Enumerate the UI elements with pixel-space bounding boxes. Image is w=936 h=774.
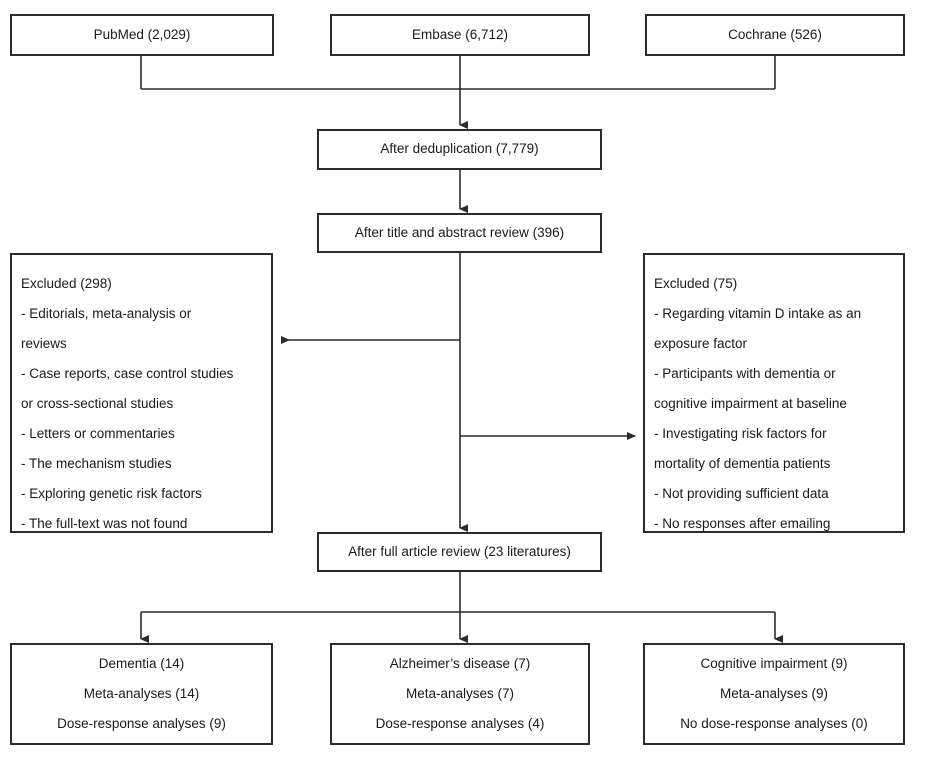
node-outcome-dementia[interactable]: Dementia (14) Meta-analyses (14) Dose-re… [10, 643, 273, 745]
node-excluded-left[interactable]: Excluded (298) - Editorials, meta-analys… [10, 253, 273, 533]
node-source-pubmed[interactable]: PubMed (2,029) [10, 14, 274, 56]
excluded-right-reason: exposure factor [654, 336, 748, 351]
excluded-right-reason: - Regarding vitamin D intake as an [654, 306, 862, 321]
excluded-right-reason: - Participants with dementia or [654, 366, 836, 381]
excluded-left-reason: - The mechanism studies [21, 456, 172, 471]
source-pubmed-label: PubMed (2,029) [93, 26, 191, 42]
node-after-title-abstract-review[interactable]: After title and abstract review (396) [317, 213, 602, 253]
node-outcome-cognitive-impairment[interactable]: Cognitive impairment (9) Meta-analyses (… [643, 643, 905, 745]
excluded-left-heading: Excluded (298) [21, 276, 112, 291]
excluded-right-reason: - No responses after emailing [654, 516, 831, 531]
outcome-dementia-line: Dementia (14) [98, 656, 185, 671]
node-source-cochrane[interactable]: Cochrane (526) [645, 14, 905, 56]
excluded-right-reason: cognitive impairment at baseline [654, 396, 847, 411]
node-outcome-alzheimers[interactable]: Alzheimer’s disease (7) Meta-analyses (7… [330, 643, 590, 745]
excluded-right-reason: - Investigating risk factors for [654, 426, 827, 441]
outcome-cognitive-line: Cognitive impairment (9) [700, 656, 848, 671]
after-full-article-review-label: After full article review (23 literature… [348, 543, 571, 559]
outcome-cognitive-line: Meta-analyses (9) [719, 686, 829, 701]
excluded-left-reason: - The full-text was not found [21, 516, 188, 531]
excluded-left-reason: - Letters or commentaries [21, 426, 175, 441]
excluded-right-reason: mortality of dementia patients [654, 456, 831, 471]
outcome-alzheimers-line: Meta-analyses (7) [405, 686, 515, 701]
excluded-left-reason: or cross-sectional studies [21, 396, 174, 411]
source-cochrane-label: Cochrane (526) [728, 26, 822, 42]
excluded-right-heading: Excluded (75) [654, 276, 738, 291]
node-after-deduplication[interactable]: After deduplication (7,779) [317, 129, 602, 170]
outcome-alzheimers-line: Dose-response analyses (4) [375, 716, 545, 731]
outcome-dementia-line: Dose-response analyses (9) [57, 716, 226, 731]
excluded-left-reason: - Editorials, meta-analysis or [21, 306, 192, 321]
after-deduplication-label: After deduplication (7,779) [380, 141, 539, 157]
outcome-cognitive-line: No dose-response analyses (0) [680, 716, 868, 731]
node-after-full-article-review[interactable]: After full article review (23 literature… [317, 532, 602, 572]
excluded-left-reason: reviews [21, 336, 67, 351]
outcome-dementia-line: Meta-analyses (14) [83, 686, 200, 701]
excluded-right-reason: - Not providing sufficient data [654, 486, 829, 501]
node-source-embase[interactable]: Embase (6,712) [330, 14, 590, 56]
excluded-left-reason: - Case reports, case control studies [21, 366, 234, 381]
source-embase-label: Embase (6,712) [411, 26, 509, 42]
node-excluded-right[interactable]: Excluded (75) - Regarding vitamin D inta… [643, 253, 905, 533]
excluded-left-reason: - Exploring genetic risk factors [21, 486, 202, 501]
outcome-alzheimers-line: Alzheimer’s disease (7) [389, 656, 531, 671]
after-title-abstract-review-label: After title and abstract review (396) [354, 224, 565, 240]
